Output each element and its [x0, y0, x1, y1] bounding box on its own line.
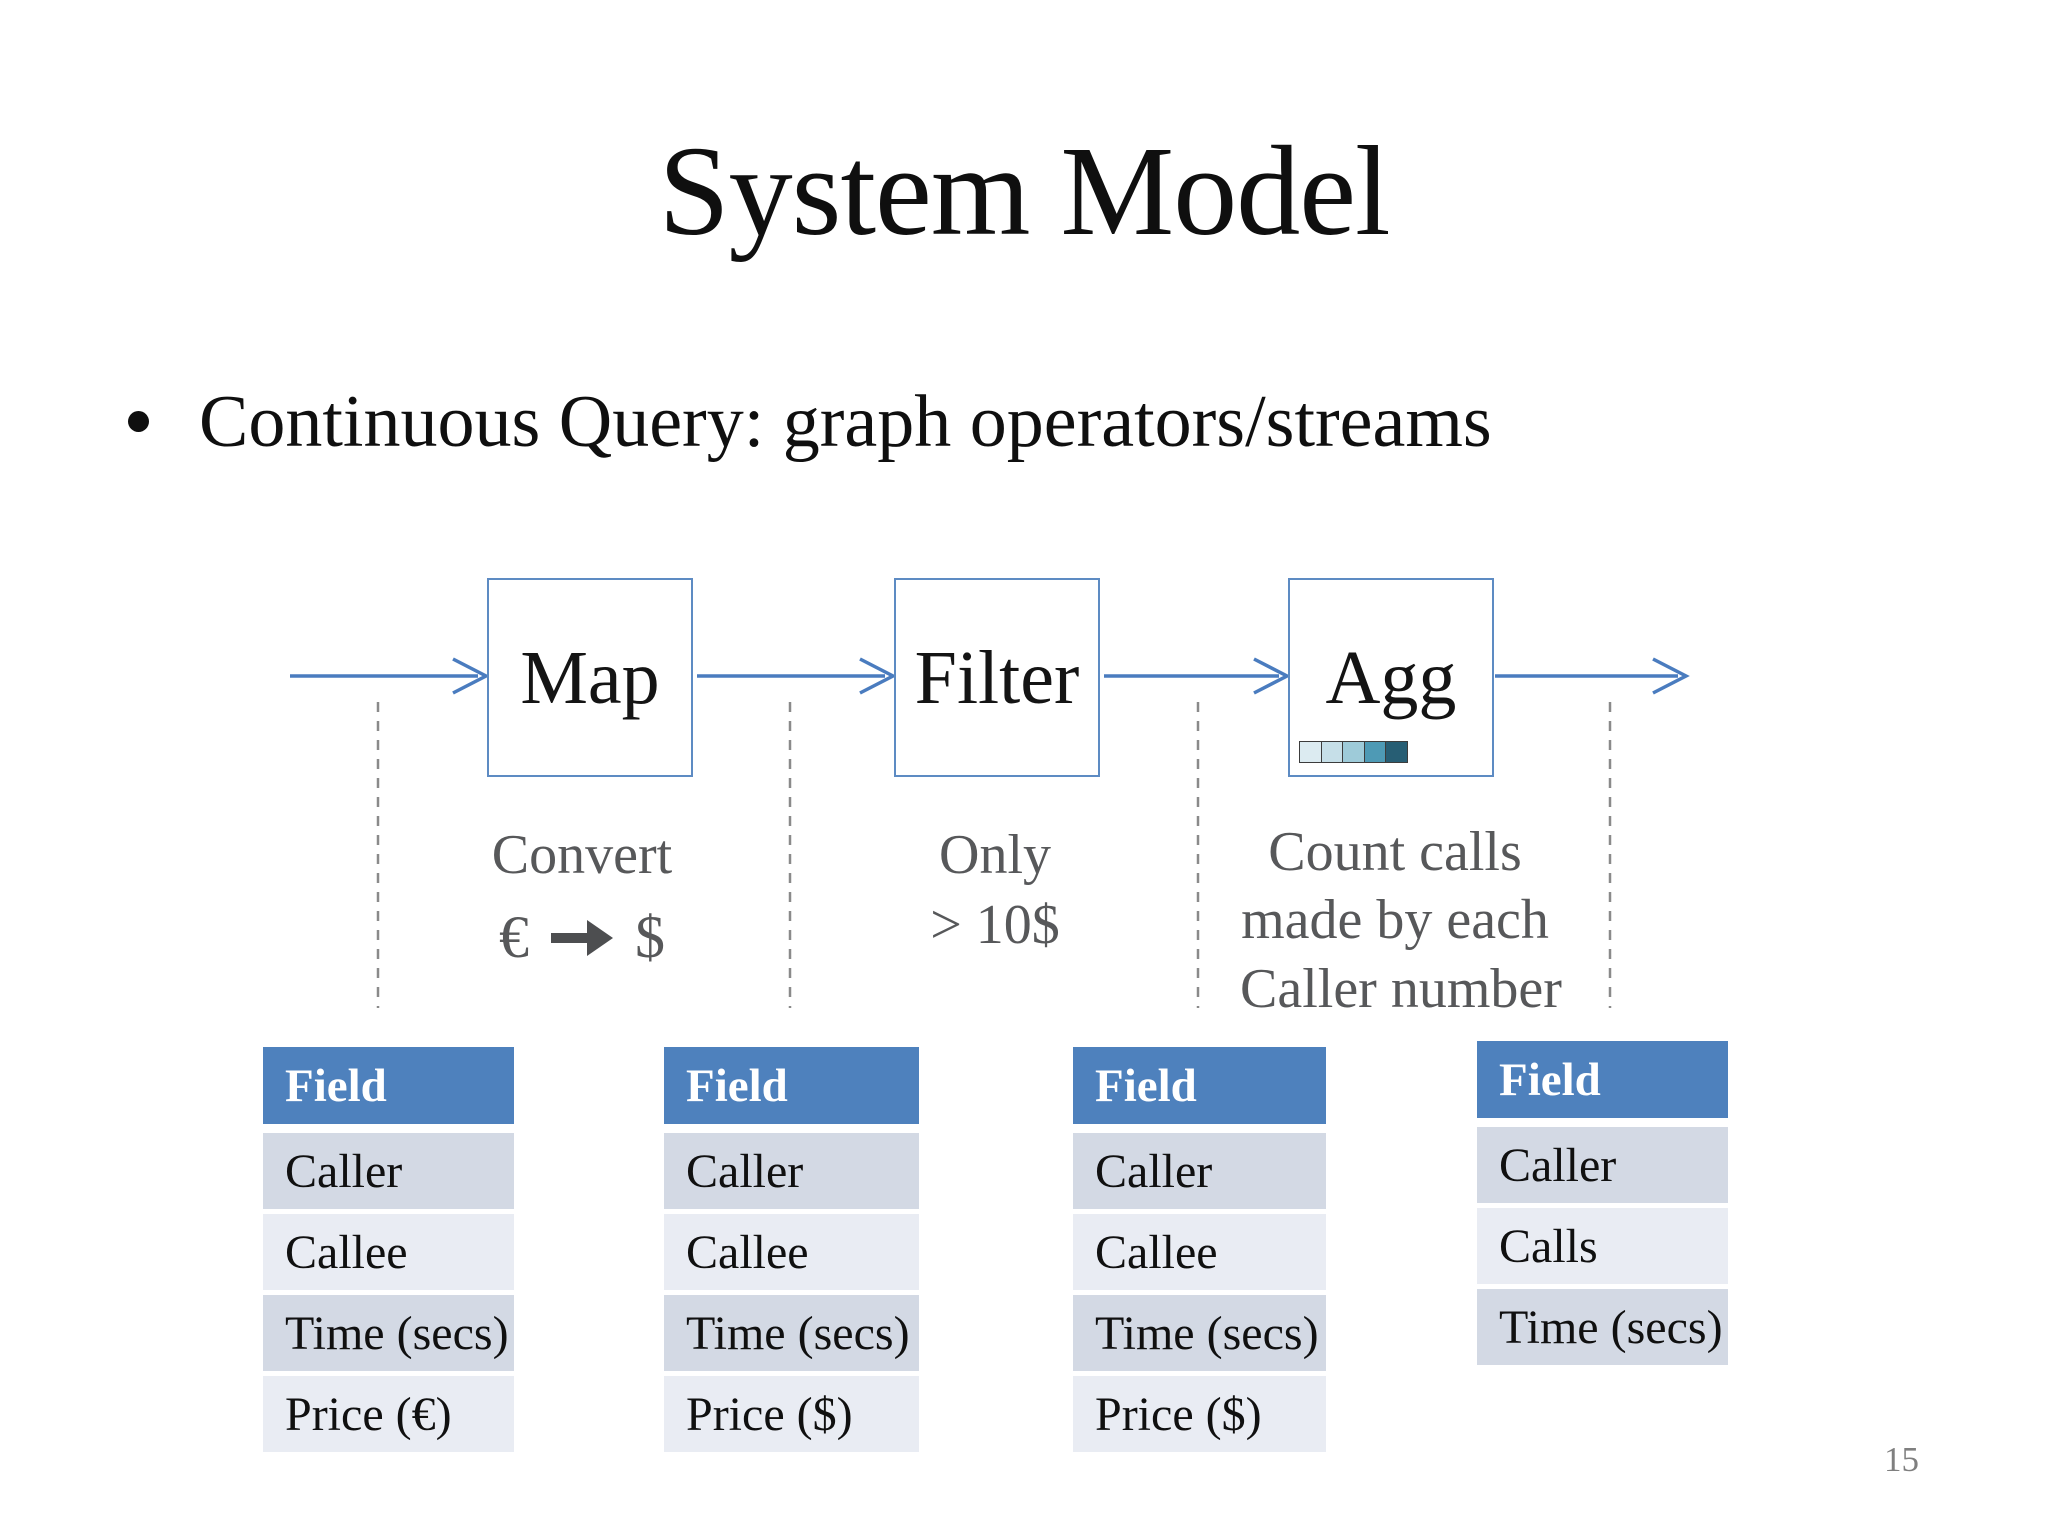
table-row: Caller [263, 1133, 514, 1209]
agg-gradient-cell [1385, 741, 1408, 763]
operator-box-map: Map [487, 578, 693, 777]
agg-caption-line3: Caller number [1240, 957, 1562, 1020]
right-arrow-icon [551, 919, 613, 956]
stream-arrowhead-icon [1652, 657, 1690, 695]
table-header: Field [664, 1047, 919, 1124]
table-row: Caller [1477, 1127, 1728, 1203]
operator-label: Agg [1325, 635, 1457, 720]
page-number: 15 [1884, 1440, 1919, 1479]
bullet-text: Continuous Query: graph operators/stream… [199, 381, 1492, 463]
stream-arrowhead-icon [859, 657, 897, 695]
stream-arrowhead-icon [1253, 657, 1291, 695]
table-row: Time (secs) [1073, 1295, 1326, 1371]
table-header: Field [1073, 1047, 1326, 1124]
table-row: Time (secs) [664, 1295, 919, 1371]
agg-gradient-cell [1299, 741, 1322, 763]
agg-gradient-cell [1363, 741, 1387, 763]
map-caption-line2: € $ [432, 900, 732, 975]
operator-label: Filter [914, 635, 1080, 720]
table-row: Time (secs) [1477, 1289, 1728, 1365]
table-header: Field [263, 1047, 514, 1124]
table-row: Callee [1073, 1214, 1326, 1290]
filter-caption: Only > 10$ [845, 820, 1145, 960]
bullet-item: Continuous Query: graph operators/stream… [128, 378, 1492, 467]
bullet-icon [128, 411, 149, 432]
agg-caption-line1: Count calls [1268, 821, 1522, 883]
dollar-symbol: $ [635, 904, 665, 970]
table-row: Caller [664, 1133, 919, 1209]
euro-symbol: € [499, 904, 529, 970]
map-caption-line1: Convert [491, 824, 673, 886]
agg-gradient-legend [1299, 741, 1408, 763]
table-row: Callee [664, 1214, 919, 1290]
table-row: Price ($) [664, 1376, 919, 1452]
table-row: Caller [1073, 1133, 1326, 1209]
table-row: Price (€) [263, 1376, 514, 1452]
table-row: Calls [1477, 1208, 1728, 1284]
page-title: System Model [658, 120, 1390, 262]
table-header: Field [1477, 1041, 1728, 1118]
map-caption: Convert € $ [432, 820, 732, 975]
agg-caption-line2: made by each [1241, 889, 1549, 952]
stream-arrowhead-icon [452, 657, 490, 695]
filter-caption-line1: Only [939, 824, 1051, 886]
agg-gradient-cell [1342, 741, 1365, 763]
filter-caption-line2: > 10$ [930, 894, 1060, 956]
table-row: Price ($) [1073, 1376, 1326, 1452]
agg-caption: Count calls made by each Caller number [1240, 818, 1562, 1023]
table-row: Callee [263, 1214, 514, 1290]
table-row: Time (secs) [263, 1295, 514, 1371]
operator-box-filter: Filter [894, 578, 1100, 777]
agg-gradient-cell [1320, 741, 1344, 763]
operator-label: Map [520, 635, 660, 720]
